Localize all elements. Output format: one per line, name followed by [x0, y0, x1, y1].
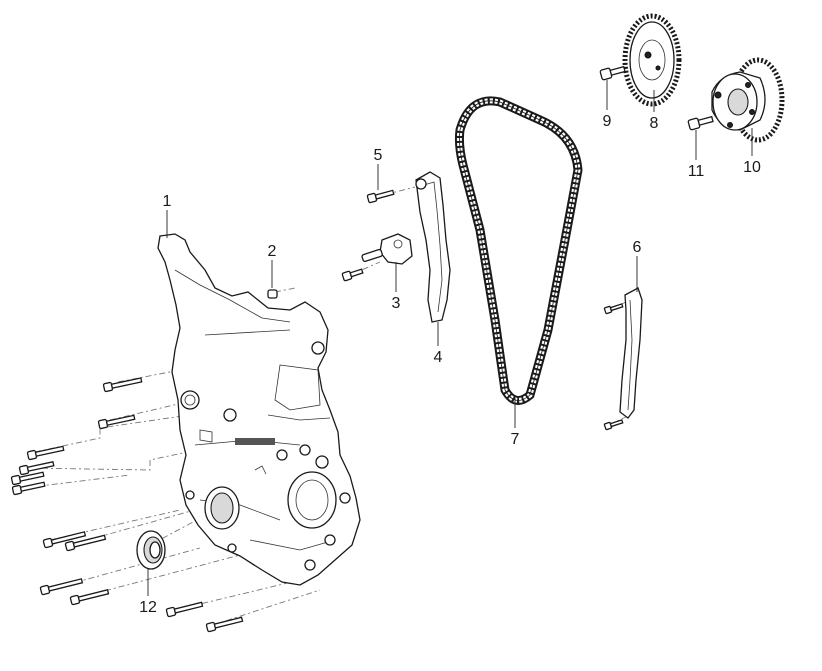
- callout-6: 6: [633, 239, 642, 256]
- dowel-pin: [267, 289, 278, 299]
- phaser-bolt: [687, 115, 714, 131]
- cover-bolts: [10, 377, 244, 633]
- camshaft-sprocket: [622, 13, 682, 107]
- tensioner-arm: [415, 171, 451, 323]
- callout-11: 11: [688, 163, 705, 180]
- cover-emboss-text-mark: [235, 438, 275, 445]
- callout-labels: 1 2 3 4 5 6 7 8 9 10 11 12: [139, 113, 761, 616]
- guide-bolt: [366, 189, 395, 204]
- callout-9: 9: [603, 113, 612, 130]
- crank-oil-seal: [136, 530, 166, 570]
- timing-chain: [454, 96, 583, 405]
- vvt-cam-phaser: [711, 57, 785, 143]
- callout-12: 12: [139, 599, 157, 616]
- callout-5: 5: [374, 147, 383, 164]
- callout-4: 4: [434, 349, 443, 366]
- fixed-chain-guide: [603, 287, 643, 431]
- callout-2: 2: [268, 243, 277, 260]
- callout-3: 3: [392, 295, 401, 312]
- callout-7: 7: [511, 431, 520, 448]
- sprocket-bolt: [599, 65, 626, 81]
- callout-8: 8: [650, 115, 659, 132]
- callout-1: 1: [163, 193, 172, 210]
- timing-cover: [157, 233, 361, 586]
- leader-lines: [147, 80, 753, 596]
- chain-tensioner: [341, 233, 413, 282]
- callout-10: 10: [743, 159, 761, 176]
